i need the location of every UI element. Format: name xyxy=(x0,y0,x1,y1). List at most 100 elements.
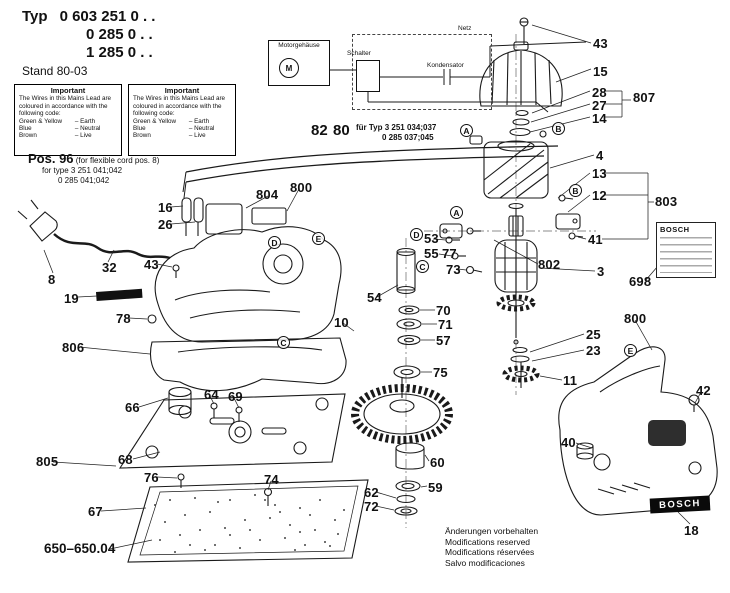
part-callout: 650–650.04 xyxy=(44,541,116,556)
part-callout: 27 xyxy=(592,98,607,113)
part-callout: 55 xyxy=(424,246,439,261)
part-callout: 802 xyxy=(538,257,561,272)
wire-role: – Earth xyxy=(74,117,96,125)
part-callout: 41 xyxy=(588,232,603,247)
type-number-2: 0 285 0 . . xyxy=(86,26,153,43)
type-number-3: 1 285 0 . . xyxy=(86,44,153,61)
part-callout: 82 xyxy=(311,122,328,139)
part-callout: 77 xyxy=(442,246,457,261)
wire-color: Blue xyxy=(19,125,32,133)
wire-color: Green & Yellow xyxy=(133,117,177,125)
footer-line: Änderungen vorbehalten xyxy=(445,526,539,536)
pos96-subtitle: (for flexible cord pos. 8) xyxy=(75,156,160,165)
part-callout: 43 xyxy=(593,36,608,51)
footer-line: Salvo modificaciones xyxy=(445,557,525,568)
switch-box xyxy=(356,60,380,92)
part-callout: 800 xyxy=(290,180,313,195)
footer-line: Modifications réservées xyxy=(445,547,535,557)
schematic-dashed-box xyxy=(352,34,492,110)
part-callout: 25 xyxy=(586,327,601,342)
part-callout: 80 xyxy=(333,122,350,139)
footer-line: Modifications reserved xyxy=(445,536,531,547)
part-callout: 28 xyxy=(592,85,607,100)
motor-letter: M xyxy=(285,63,293,73)
cable-type-line2: 0 285 037;045 xyxy=(382,132,434,142)
part-callout: 72 xyxy=(364,499,379,514)
notice-title: Important xyxy=(50,86,86,95)
wire-role: – Neutral xyxy=(74,125,101,133)
detail-letter-marker: D xyxy=(268,236,281,249)
switch-label: Schalter xyxy=(347,50,371,57)
part-callout: 60 xyxy=(430,455,445,470)
wiring-notice-right: Important The Wires in this Mains Lead a… xyxy=(128,84,236,156)
part-callout: 800 xyxy=(624,311,647,326)
nameplate-card: BOSCH xyxy=(656,222,716,278)
part-callout: 26 xyxy=(158,217,173,232)
part-callout: 806 xyxy=(62,340,85,355)
notice-body: The Wires in this Mains Lead are coloure… xyxy=(19,95,112,118)
part-callout: 70 xyxy=(436,303,451,318)
part-callout: 40 xyxy=(561,435,576,450)
part-callout: 11 xyxy=(563,373,578,388)
part-callout: 8 xyxy=(48,272,56,287)
motor-symbol: M xyxy=(279,58,299,78)
wire-role: – Live xyxy=(188,132,206,140)
wiring-notice-left: Important The Wires in this Mains Lead a… xyxy=(14,84,122,156)
part-callout: 62 xyxy=(364,485,379,500)
revision-date: Stand 80-03 xyxy=(22,64,88,78)
detail-letter-marker: C xyxy=(416,260,429,273)
part-callout: 13 xyxy=(592,166,607,181)
motor-housing-label: Motorgehäuse xyxy=(278,42,320,49)
part-callout: 14 xyxy=(592,111,607,126)
part-callout: 807 xyxy=(633,90,656,105)
type-label: Typ xyxy=(22,8,48,25)
part-callout: 53 xyxy=(424,231,439,246)
wire-role: – Neutral xyxy=(188,125,215,133)
detail-letter-marker: B xyxy=(552,122,565,135)
motor-housing-box: Motorgehäuse xyxy=(268,40,330,86)
legal-footer: Änderungen vorbehalten Modifications res… xyxy=(445,526,538,568)
detail-letter-marker: A xyxy=(460,124,473,137)
pos96-note: Pos. 96 (for flexible cord pos. 8) for t… xyxy=(28,152,160,186)
wire-role: – Earth xyxy=(188,117,210,125)
capacitor-label: Kondensator xyxy=(427,62,464,69)
detail-letter-marker: E xyxy=(312,232,325,245)
part-callout: 43 xyxy=(144,257,159,272)
notice-title: Important xyxy=(164,86,200,95)
part-callout: 3 xyxy=(597,264,605,279)
brand-badge: BOSCH xyxy=(649,495,711,514)
part-callout: 19 xyxy=(64,291,79,306)
part-callout: 10 xyxy=(334,315,349,330)
part-callout: 69 xyxy=(228,389,243,404)
wire-role: – Live xyxy=(74,132,92,140)
part-callout: 74 xyxy=(264,472,279,487)
pos96-line1: for type 3 251 041;042 xyxy=(42,166,123,175)
part-callout: 67 xyxy=(88,504,103,519)
part-callout: 32 xyxy=(102,260,117,275)
part-callout: 23 xyxy=(586,343,601,358)
part-callout: 78 xyxy=(116,311,131,326)
part-callout: 18 xyxy=(684,523,699,538)
part-callout: 75 xyxy=(433,365,448,380)
cable-type-line1: für Typ 3 251 034;037 xyxy=(356,123,437,132)
part-callout: 698 xyxy=(629,274,652,289)
detail-letter-marker: D xyxy=(410,228,423,241)
detail-letter-marker: A xyxy=(450,206,463,219)
wire-color: Green & Yellow xyxy=(19,117,63,125)
mains-label: Netz xyxy=(458,25,472,32)
pos96-line2: 0 285 041;042 xyxy=(58,176,110,185)
part-callout: 68 xyxy=(118,452,133,467)
part-callout: 12 xyxy=(592,188,607,203)
nameplate-lines xyxy=(660,237,712,273)
wire-color: Blue xyxy=(133,125,146,133)
detail-letter-marker: E xyxy=(624,344,637,357)
part-callout: 73 xyxy=(446,262,461,277)
cable-type-note: für Typ 3 251 034;037 0 285 037;045 xyxy=(356,123,436,142)
part-callout: 15 xyxy=(593,64,608,79)
wire-color: Brown xyxy=(19,132,37,140)
wire-color: Brown xyxy=(133,132,151,140)
part-callout: 54 xyxy=(367,290,382,305)
